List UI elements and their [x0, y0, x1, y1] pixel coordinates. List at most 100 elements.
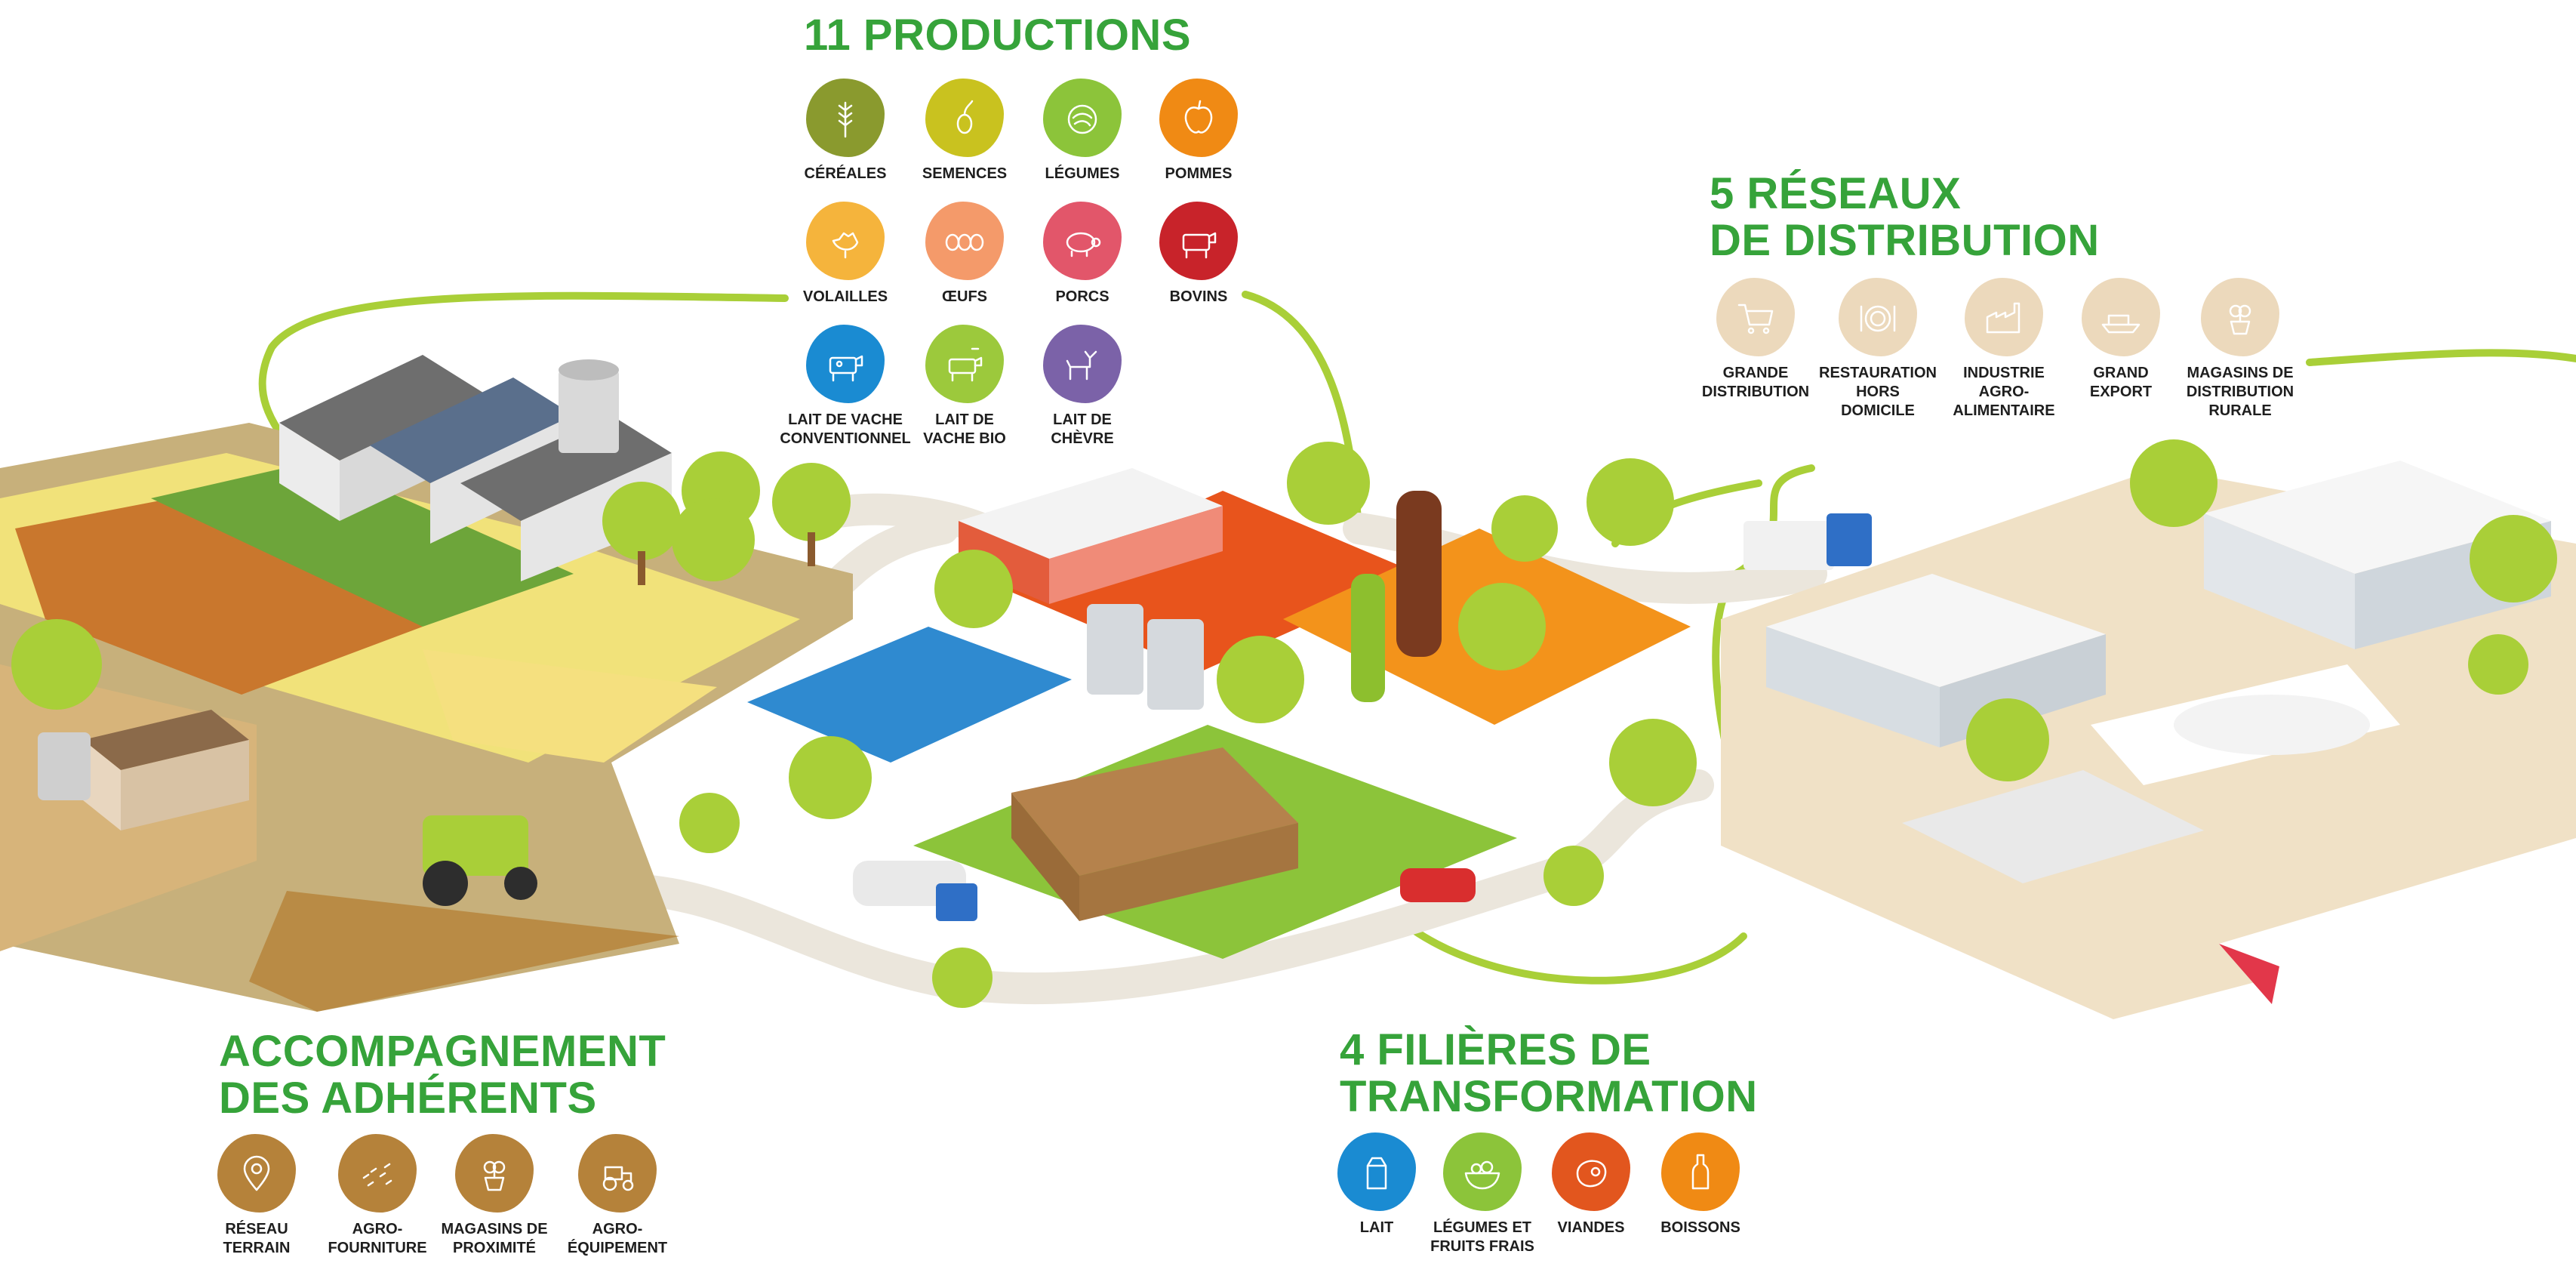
farm-buildings: [38, 355, 672, 830]
label-line: LAIT: [1359, 1219, 1394, 1236]
label-line: CHÈVRE: [1051, 430, 1114, 447]
support-item-label: AGRO- ÉQUIPEMENT: [542, 1220, 693, 1258]
label-line: CÉRÉALES: [804, 165, 887, 182]
shopping-cart-icon: [1716, 278, 1795, 356]
label-line: PROXIMITÉ: [452, 1240, 536, 1256]
support-item-label: AGRO- FOURNITURE: [302, 1220, 453, 1258]
support-title-line: DES ADHÉRENTS: [219, 1074, 597, 1123]
label-line: BOISSONS: [1660, 1219, 1740, 1236]
label-line: PORCS: [1055, 288, 1109, 305]
productions-item-label: ŒUFS: [889, 288, 1040, 307]
distribution-title: 5 RÉSEAUX DE DISTRIBUTION: [1710, 171, 2100, 264]
label-line: POMMES: [1165, 165, 1233, 182]
seed-icon: [925, 79, 1004, 157]
plant-pot-icon: [2201, 278, 2279, 356]
processing-title-line: TRANSFORMATION: [1340, 1072, 1758, 1121]
distribution-item-label: INDUSTRIE AGRO- ALIMENTAIRE: [1928, 364, 2079, 421]
label-line: ÉQUIPEMENT: [567, 1240, 668, 1256]
productions-item: POMMES: [1123, 79, 1274, 183]
productions-item-label: LÉGUMES: [1007, 165, 1158, 183]
location-pin-icon: [217, 1134, 296, 1213]
productions-item: SEMENCES: [889, 79, 1040, 183]
label-line: RESTAURATION: [1819, 365, 1937, 381]
distribution-item-label: GRANDE DISTRIBUTION: [1680, 364, 1831, 402]
vehicles: [423, 513, 1872, 921]
productions-item: LÉGUMES: [1007, 79, 1158, 183]
salad-bowl-icon: [1443, 1132, 1522, 1211]
label-line: LÉGUMES: [1045, 165, 1120, 182]
label-line: BOVINS: [1169, 288, 1228, 305]
label-line: CONVENTIONNEL: [780, 430, 911, 447]
label-line: FRUITS FRAIS: [1430, 1238, 1534, 1255]
label-line: AGRO-: [592, 1221, 643, 1237]
distribution-title-line: 5 RÉSEAUX: [1710, 169, 1962, 218]
dairy-cow-icon: [806, 325, 885, 403]
support-title-line: ACCOMPAGNEMENT: [219, 1027, 666, 1076]
label-line: FOURNITURE: [328, 1240, 427, 1256]
label-line: AGRO-: [352, 1221, 403, 1237]
processing-item-label: VIANDES: [1516, 1219, 1667, 1237]
processing-item-label: LAIT: [1301, 1219, 1452, 1237]
seeds-icon: [338, 1134, 417, 1213]
productions-item-label: LAIT DE VACHE BIO: [889, 411, 1040, 448]
milk-carton-icon: [1337, 1132, 1416, 1211]
processing-item: LAIT: [1301, 1132, 1452, 1237]
processing-item: VIANDES: [1516, 1132, 1667, 1237]
label-line: MAGASINS DE: [2187, 365, 2294, 381]
processing-title: 4 FILIÈRES DE TRANSFORMATION: [1340, 1027, 1758, 1120]
processing-item-label: BOISSONS: [1625, 1219, 1776, 1237]
label-line: INDUSTRIE: [1963, 365, 2045, 381]
productions-item: VOLAILLES: [770, 202, 921, 307]
productions-item-label: SEMENCES: [889, 165, 1040, 183]
support-title: ACCOMPAGNEMENT DES ADHÉRENTS: [219, 1028, 666, 1122]
productions-item: LAIT DE VACHE BIO: [889, 325, 1040, 448]
steak-icon: [1552, 1132, 1630, 1211]
productions-item-label: PORCS: [1007, 288, 1158, 307]
ship-icon: [2082, 278, 2160, 356]
eggs-icon: [925, 202, 1004, 280]
productions-item: ŒUFS: [889, 202, 1040, 307]
label-line: AGRO-: [1978, 384, 2030, 400]
productions-title: 11 PRODUCTIONS: [804, 11, 1191, 60]
label-line: ŒUFS: [942, 288, 987, 305]
factory-icon: [1965, 278, 2043, 356]
cow-icon: [1159, 202, 1238, 280]
distribution-zone: [1721, 461, 2576, 1019]
label-line: GRAND: [2093, 365, 2149, 381]
label-line: DISTRIBUTION: [1701, 384, 1810, 400]
label-line: HORS: [1856, 384, 1900, 400]
label-line: LAIT DE: [935, 411, 994, 428]
support-item: AGRO- FOURNITURE: [302, 1134, 453, 1258]
pig-icon: [1043, 202, 1122, 280]
processing-item: BOISSONS: [1625, 1132, 1776, 1237]
cabbage-icon: [1043, 79, 1122, 157]
chicken-icon: [806, 202, 885, 280]
distribution-item: GRANDE DISTRIBUTION: [1680, 278, 1831, 402]
productions-item: BOVINS: [1123, 202, 1274, 307]
label-line: GRANDE: [1722, 365, 1789, 381]
wheat-icon: [806, 79, 885, 157]
productions-item-label: BOVINS: [1123, 288, 1274, 307]
productions-item: CÉRÉALES: [770, 79, 921, 183]
label-line: VIANDES: [1557, 1219, 1625, 1236]
label-line: DISTRIBUTION: [2186, 384, 2294, 400]
label-line: ALIMENTAIRE: [1953, 402, 2055, 419]
processing-title-line: 4 FILIÈRES DE: [1340, 1025, 1651, 1074]
support-item: AGRO- ÉQUIPEMENT: [542, 1134, 693, 1258]
label-line: VACHE BIO: [923, 430, 1006, 447]
